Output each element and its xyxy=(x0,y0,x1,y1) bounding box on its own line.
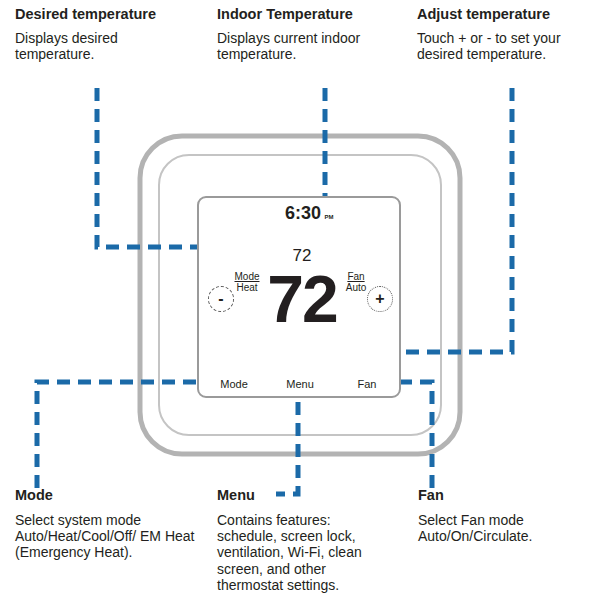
leader-lines xyxy=(37,88,512,494)
callout-description: Select Fan mode Auto/On/Circulate. xyxy=(418,512,588,544)
softkey-label: Fan xyxy=(358,379,377,390)
thermostat-screen: 6:30PM72ModeHeat72FanAutoModeMenuFan-+ xyxy=(197,196,401,398)
button-symbol: + xyxy=(375,291,384,307)
softkey-label: Menu xyxy=(286,379,314,390)
callout-description: Contains features: schedule, screen lock… xyxy=(217,512,377,593)
plus-button: + xyxy=(367,286,393,312)
mode-caption: Mode xyxy=(234,272,259,282)
callout-description: Displays desired temperature. xyxy=(15,30,185,62)
mode-value: Heat xyxy=(236,283,257,293)
softkey-label: Mode xyxy=(220,379,248,390)
minus-button: - xyxy=(208,286,234,312)
callout-description: Displays current indoor temperature. xyxy=(217,30,387,62)
button-symbol: - xyxy=(218,291,223,307)
indoor-temperature: 72 xyxy=(293,247,312,264)
fan-value: Auto xyxy=(346,283,367,293)
leader-line xyxy=(392,382,432,488)
callout-description: Touch + or - to set your desired tempera… xyxy=(417,30,591,62)
callout-heading: Adjust temperature xyxy=(417,6,550,23)
callout-heading: Indoor Temperature xyxy=(217,6,353,23)
setpoint-temperature: 72 xyxy=(267,266,336,332)
callout-description: Select system mode Auto/Heat/Cool/Off/ E… xyxy=(15,512,197,561)
callout-heading: Fan xyxy=(418,487,444,504)
clock-ampm: PM xyxy=(325,214,334,220)
leader-line xyxy=(276,402,298,494)
fan-caption: Fan xyxy=(347,272,364,282)
callout-heading: Menu xyxy=(217,487,255,504)
callout-heading: Desired temperature xyxy=(15,6,156,23)
callout-heading: Mode xyxy=(15,487,53,504)
housing-inner-outline xyxy=(159,155,441,435)
clock-time: 6:30 xyxy=(285,204,321,222)
leader-line xyxy=(37,382,205,488)
